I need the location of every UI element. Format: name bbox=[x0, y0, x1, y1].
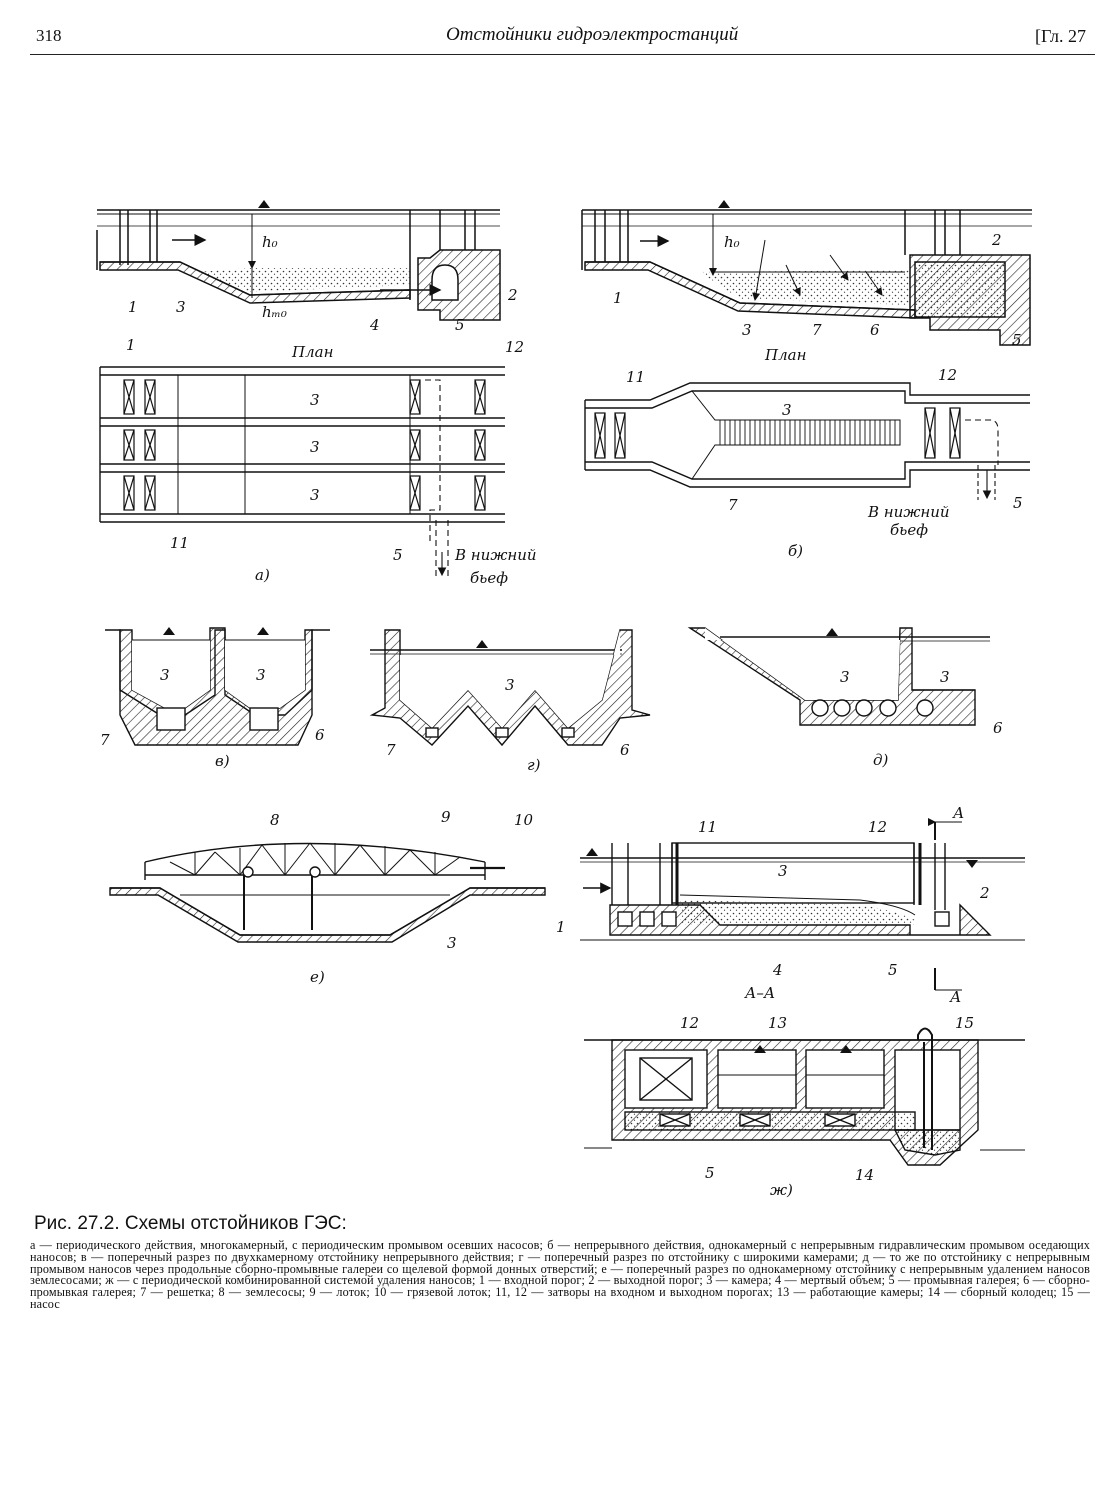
fig-zh-profile bbox=[580, 818, 1025, 991]
fig-a-label-1: 1 bbox=[128, 298, 138, 316]
fig-b-label-6: 6 bbox=[870, 321, 880, 339]
fig-g-caption-label: г) bbox=[527, 756, 541, 774]
fig-zh-cut-bottom: А bbox=[949, 988, 961, 1006]
fig-e-label-10: 10 bbox=[514, 811, 534, 829]
fig-g-label-6: 6 bbox=[620, 741, 630, 759]
fig-a-profile bbox=[96, 200, 501, 321]
fig-zh-label-12: 12 bbox=[868, 818, 887, 836]
fig-d-label-6: 6 bbox=[993, 719, 1003, 737]
fig-v-chamber-2: 3 bbox=[256, 666, 266, 684]
fig-zh-label-4: 4 bbox=[772, 961, 783, 979]
fig-e-section bbox=[109, 842, 546, 943]
fig-a-hm0: hₘ₀ bbox=[262, 303, 287, 321]
fig-a-plan-label-11: 11 bbox=[170, 534, 189, 552]
fig-v-label-6: 6 bbox=[315, 726, 325, 744]
running-title: Отстойники гидроэлектростанций bbox=[446, 24, 739, 45]
fig-e-label-8: 8 bbox=[270, 811, 280, 829]
fig-a-plan-chamber-3: 3 bbox=[310, 486, 320, 504]
fig-zh-label-5: 5 bbox=[888, 961, 898, 979]
chapter-marker: [Гл. 27 bbox=[1034, 26, 1086, 46]
fig-b-plan-label-12: 12 bbox=[938, 366, 957, 384]
fig-a-plan-chamber-2: 3 bbox=[310, 438, 320, 456]
fig-v-chamber-1: 3 bbox=[160, 666, 170, 684]
fig-d-chamber-1: 3 bbox=[840, 668, 850, 686]
fig-b-label-7: 7 bbox=[812, 321, 822, 339]
fig-zh-label-11: 11 bbox=[698, 818, 717, 836]
fig-b-plan-chamber: 3 bbox=[782, 401, 792, 419]
fig-zh-section-title: А–А bbox=[744, 984, 775, 1002]
fig-a-plan-label-1: 1 bbox=[126, 336, 136, 354]
fig-e-label-9: 9 bbox=[441, 808, 451, 826]
fig-b-h0: h₀ bbox=[724, 233, 740, 251]
fig-b-plan-label-7: 7 bbox=[728, 496, 738, 514]
fig-e-caption-label: е) bbox=[310, 968, 325, 986]
fig-zh-label-1: 1 bbox=[556, 918, 566, 936]
fig-b-plan bbox=[584, 382, 1030, 500]
fig-g-section bbox=[369, 629, 651, 747]
fig-d-caption-label: д) bbox=[873, 751, 889, 769]
fig-v-label-7: 7 bbox=[100, 731, 110, 749]
fig-a-plan-label-12: 12 bbox=[505, 338, 524, 356]
fig-a-outlet-line1: В нижний bbox=[454, 546, 537, 564]
fig-a-h0: h₀ bbox=[262, 233, 278, 251]
fig-g-chamber: 3 bbox=[505, 676, 515, 694]
fig-zh-label-2: 2 bbox=[979, 884, 990, 902]
fig-a-label-2: 2 bbox=[507, 286, 518, 304]
fig-zh-label-14: 14 bbox=[855, 1166, 874, 1184]
fig-a-label-3: 3 bbox=[176, 298, 186, 316]
fig-a-plan bbox=[99, 366, 505, 580]
fig-zh-chamber: 3 bbox=[778, 862, 788, 880]
fig-zh-cut-top: А bbox=[952, 804, 964, 822]
fig-b-outlet-line1: В нижний bbox=[867, 503, 950, 521]
fig-b-label-1: 1 bbox=[613, 289, 623, 307]
page-header: 318 Отстойники гидроэлектростанций [Гл. … bbox=[36, 22, 1096, 52]
fig-a-plan-title: План bbox=[291, 343, 333, 361]
fig-a-label-5: 5 bbox=[455, 316, 465, 334]
page-number: 318 bbox=[36, 26, 62, 45]
fig-b-plan-label-11: 11 bbox=[626, 368, 645, 386]
fig-e-label-3: 3 bbox=[447, 934, 457, 952]
fig-a-caption-label: а) bbox=[255, 566, 270, 584]
header-rule bbox=[30, 54, 1095, 55]
fig-zh-caption-label: ж) bbox=[770, 1181, 793, 1199]
figure-caption-body: а — периодического действия, многокамерн… bbox=[30, 1238, 1090, 1311]
fig-a-outlet-line2: бьеф bbox=[470, 569, 508, 587]
fig-b-plan-title: План bbox=[764, 346, 806, 364]
fig-b-label-5: 5 bbox=[1012, 331, 1022, 349]
fig-b-profile bbox=[581, 200, 1032, 346]
fig-a-label-4: 4 bbox=[369, 316, 380, 334]
fig-b-outlet-line2: бьеф bbox=[890, 521, 928, 539]
fig-a-plan-label-5: 5 bbox=[393, 546, 403, 564]
fig-b-label-3: 3 bbox=[742, 321, 752, 339]
fig-a-plan-chamber-1: 3 bbox=[310, 391, 320, 409]
fig-b-label-2: 2 bbox=[991, 231, 1002, 249]
figure-27-2: h₀ hₘ₀ 1 3 4 5 2 План bbox=[96, 200, 1032, 1199]
figure-caption-title: Рис. 27.2. Схемы отстойников ГЭС: bbox=[34, 1213, 347, 1234]
fig-zh-label-15: 15 bbox=[955, 1014, 974, 1032]
fig-b-caption-label: б) bbox=[788, 542, 803, 560]
fig-d-chamber-2: 3 bbox=[940, 668, 950, 686]
fig-d-section bbox=[687, 627, 990, 726]
fig-zh-section bbox=[584, 1027, 1025, 1166]
fig-b-plan-label-5: 5 bbox=[1013, 494, 1023, 512]
fig-g-label-7: 7 bbox=[386, 741, 396, 759]
fig-v-section bbox=[105, 627, 330, 746]
fig-zh-label-12-section: 12 bbox=[680, 1014, 699, 1032]
fig-zh-label-5-section: 5 bbox=[705, 1164, 715, 1182]
fig-zh-label-13: 13 bbox=[768, 1014, 787, 1032]
fig-v-caption-label: в) bbox=[215, 752, 230, 770]
